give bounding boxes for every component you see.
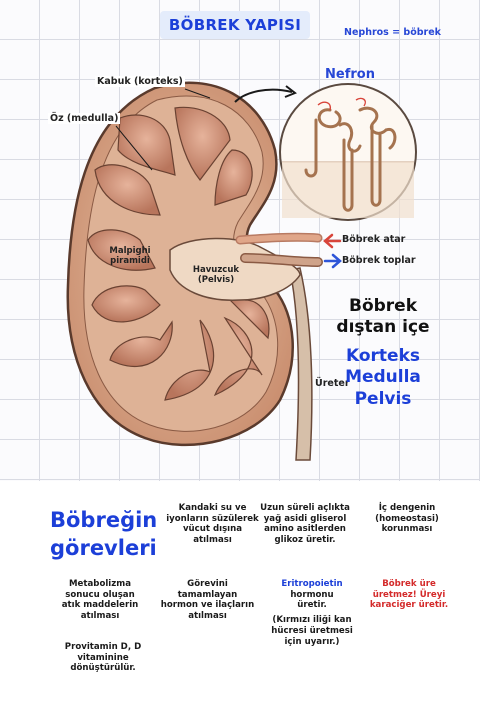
layers-heading: Böbrek dıştan içe bbox=[336, 296, 430, 338]
page-title: BÖBREK YAPISI bbox=[160, 11, 310, 39]
functions-panel bbox=[0, 481, 480, 721]
function-item: Görevini tamamlayan hormon ve ilaçların … bbox=[160, 579, 255, 622]
renal-vein-arrow-icon bbox=[323, 253, 342, 269]
nephron-label: Nefron bbox=[325, 67, 375, 82]
cortex-label: Kabuk (korteks) bbox=[95, 76, 185, 87]
layer-item: Pelvis bbox=[354, 388, 412, 409]
function-item: Provitamin D, D vitaminine dönüştürülür. bbox=[64, 642, 142, 674]
renal-vein-label: Böbrek toplar bbox=[342, 255, 416, 266]
layers-list: Korteks Medulla Pelvis bbox=[318, 346, 448, 410]
layer-item: Medulla bbox=[345, 367, 421, 388]
function-item: Metabolizma sonucu oluşan atık maddeleri… bbox=[61, 579, 139, 622]
nephron-zoom-view bbox=[279, 83, 417, 221]
zoom-arrow-icon bbox=[234, 88, 293, 103]
malpighi-pyramid-label: Malpighi piramidi bbox=[109, 246, 151, 266]
layer-item: Korteks bbox=[345, 346, 421, 366]
epo-function-item: Eritropoietin hormonu üretir. (Kırmızı i… bbox=[271, 579, 353, 647]
etymology-note: Nephros = böbrek bbox=[344, 27, 441, 38]
renal-artery-label: Böbrek atar bbox=[342, 234, 406, 245]
kidney-illustration bbox=[66, 81, 417, 461]
function-item: Kandaki su ve iyonların süzülerek vücut … bbox=[166, 503, 259, 546]
renal-artery-arrow-icon bbox=[323, 233, 342, 249]
function-item: Uzun süreli açlıkta yağ asidi gliserol a… bbox=[260, 503, 350, 546]
function-item: İç dengenin (homeostasi) korunması bbox=[375, 503, 439, 535]
functions-title: Böbreğin görevleri bbox=[50, 508, 158, 561]
pelvis-label: Havuzcuk (Pelvis) bbox=[192, 265, 240, 285]
medulla-label: Öz (medulla) bbox=[48, 113, 121, 124]
urea-warning: Böbrek üre üretmez! Üreyi karaciğer üret… bbox=[369, 579, 449, 611]
renal-pyramids bbox=[87, 106, 270, 401]
ureter-label: Üreter bbox=[315, 378, 350, 389]
